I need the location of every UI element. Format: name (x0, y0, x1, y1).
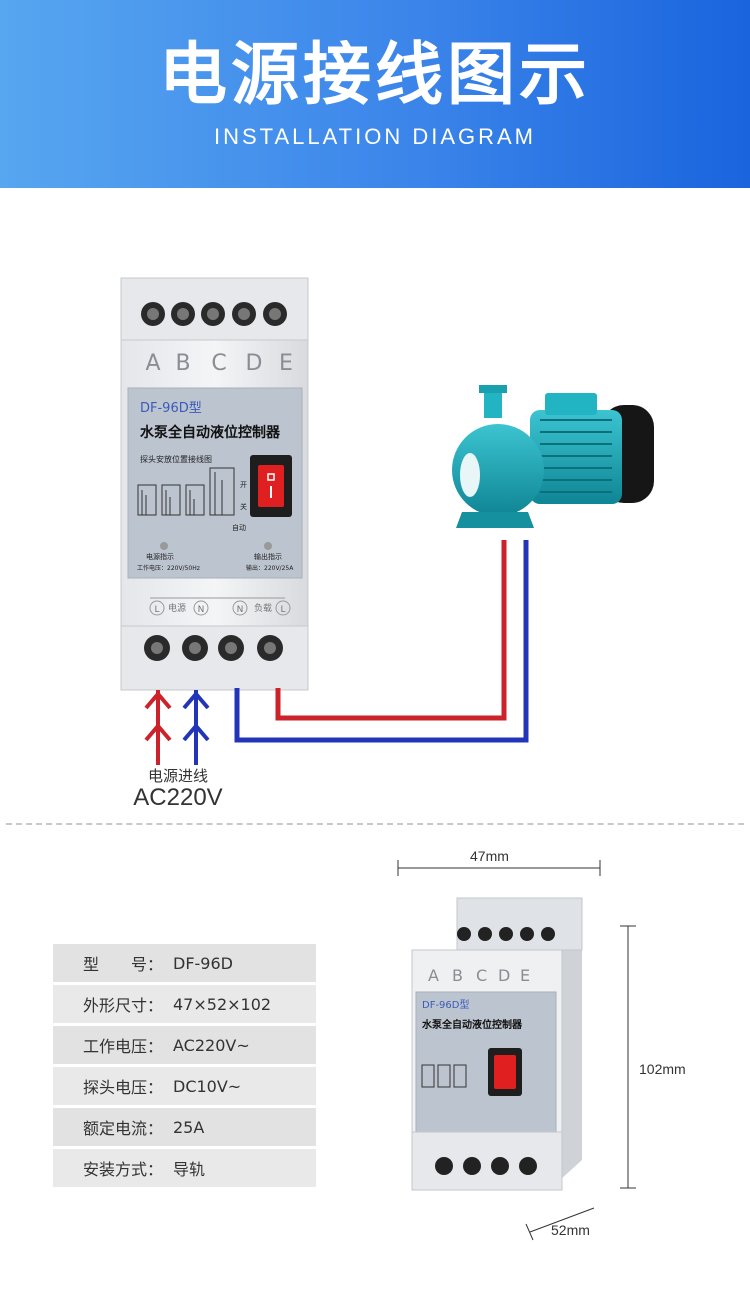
controller-device: A B C D E DF-96D型 水泵全自动液位控制器 探头安放位置接线图 开… (120, 277, 309, 691)
output-rating-label: 输出：220V/25A (246, 564, 294, 572)
svg-text:E: E (520, 966, 530, 985)
spec-value: DC10V~ (173, 1076, 242, 1096)
spec-row-probe-voltage: 探头电压： DC10V~ (53, 1067, 316, 1105)
svg-text:L: L (280, 605, 285, 615)
bottom-terminal-legend: L N N L 电源 负载 (149, 600, 291, 616)
product-dimension-drawing: A B C D E DF-96D型 水泵全自动液位控制器 (397, 860, 636, 1241)
spec-value: 47×52×102 (173, 994, 272, 1014)
height-dimension-label: 102mm (639, 1061, 686, 1077)
spec-label: 工作电压： (83, 1037, 164, 1056)
svg-text:N: N (198, 605, 205, 615)
probe-note: 探头安放位置接线图 (140, 454, 212, 464)
depth-dimension-label: 52mm (551, 1222, 590, 1238)
spec-row-model: 型 号： DF-96D (53, 944, 316, 982)
product-device-image: A B C D E DF-96D型 水泵全自动液位控制器 (411, 897, 583, 1191)
spec-row-work-voltage: 工作电压： AC220V~ (53, 1026, 316, 1064)
work-voltage-label: 工作电压：220V/50Hz (137, 564, 200, 572)
spec-value: 导轨 (173, 1160, 206, 1179)
switch-auto-label: 自动 (232, 523, 246, 532)
page-subtitle: INSTALLATION DIAGRAM (213, 124, 536, 149)
terminal-letter-c: C (211, 351, 226, 376)
power-indicator-label: 电源指示 (146, 552, 174, 561)
spec-value: AC220V~ (173, 1035, 250, 1055)
bottom-power-label: 电源 (168, 602, 186, 614)
spec-label: 型 号： (83, 955, 164, 974)
switch-on-label: 开 (240, 481, 247, 489)
output-indicator-led (264, 542, 272, 550)
bottom-load-label: 负载 (254, 602, 272, 614)
terminal-letter-a: A (145, 351, 160, 376)
spec-row-mounting: 安装方式： 导轨 (53, 1149, 316, 1187)
section-divider (6, 823, 744, 825)
height-dimension-line (620, 925, 636, 1189)
spec-label: 探头电压： (83, 1078, 164, 1097)
wiring-diagram: A B C D E DF-96D型 水泵全自动液位控制器 探头安放位置接线图 开… (120, 277, 654, 765)
svg-text:A: A (428, 966, 439, 985)
wires (234, 540, 529, 743)
bottom-terminal-screws (144, 635, 283, 661)
spec-value: 25A (173, 1117, 205, 1137)
terminal-letter-d: D (246, 351, 263, 376)
model-label: DF-96D型 (140, 401, 202, 416)
width-dimension-label: 47mm (470, 848, 509, 864)
probe-schematic (137, 467, 235, 516)
spec-table: 型 号： DF-96D 外形尺寸： 47×52×102 工作电压： AC220V… (53, 944, 316, 1190)
page-title: 电源接线图示 (158, 36, 591, 115)
power-input-label: 电源进线 (147, 767, 208, 785)
water-pump-image (452, 385, 654, 528)
spec-label: 安装方式： (83, 1160, 164, 1179)
depth-dimension-line (525, 1207, 595, 1241)
spec-row-rated-current: 额定电流： 25A (53, 1108, 316, 1146)
spec-value: DF-96D (173, 953, 233, 973)
svg-text:N: N (237, 605, 244, 615)
svg-text:B: B (452, 966, 463, 985)
svg-text:水泵全自动液位控制器: 水泵全自动液位控制器 (421, 1018, 523, 1031)
device-name: 水泵全自动液位控制器 (140, 424, 281, 441)
power-indicator-led (160, 542, 168, 550)
svg-text:L: L (154, 605, 159, 615)
terminal-letter-e: E (279, 351, 293, 376)
output-indicator-label: 输出指示 (254, 552, 282, 561)
spec-row-dimensions: 外形尺寸： 47×52×102 (53, 985, 316, 1023)
svg-text:C: C (476, 966, 487, 985)
power-input-voltage: AC220V (133, 784, 223, 811)
power-input-arrows (144, 690, 210, 765)
spec-label: 额定电流： (83, 1119, 164, 1138)
switch-off-label: 关 (240, 502, 247, 511)
terminal-letter-b: B (175, 351, 190, 376)
width-dimension-line (397, 860, 601, 876)
header-banner: 电源接线图示 INSTALLATION DIAGRAM (0, 0, 750, 188)
top-terminal-screws (141, 302, 287, 326)
spec-label: 外形尺寸： (83, 996, 164, 1015)
svg-text:D: D (498, 966, 510, 985)
svg-text:DF-96D型: DF-96D型 (422, 998, 470, 1011)
